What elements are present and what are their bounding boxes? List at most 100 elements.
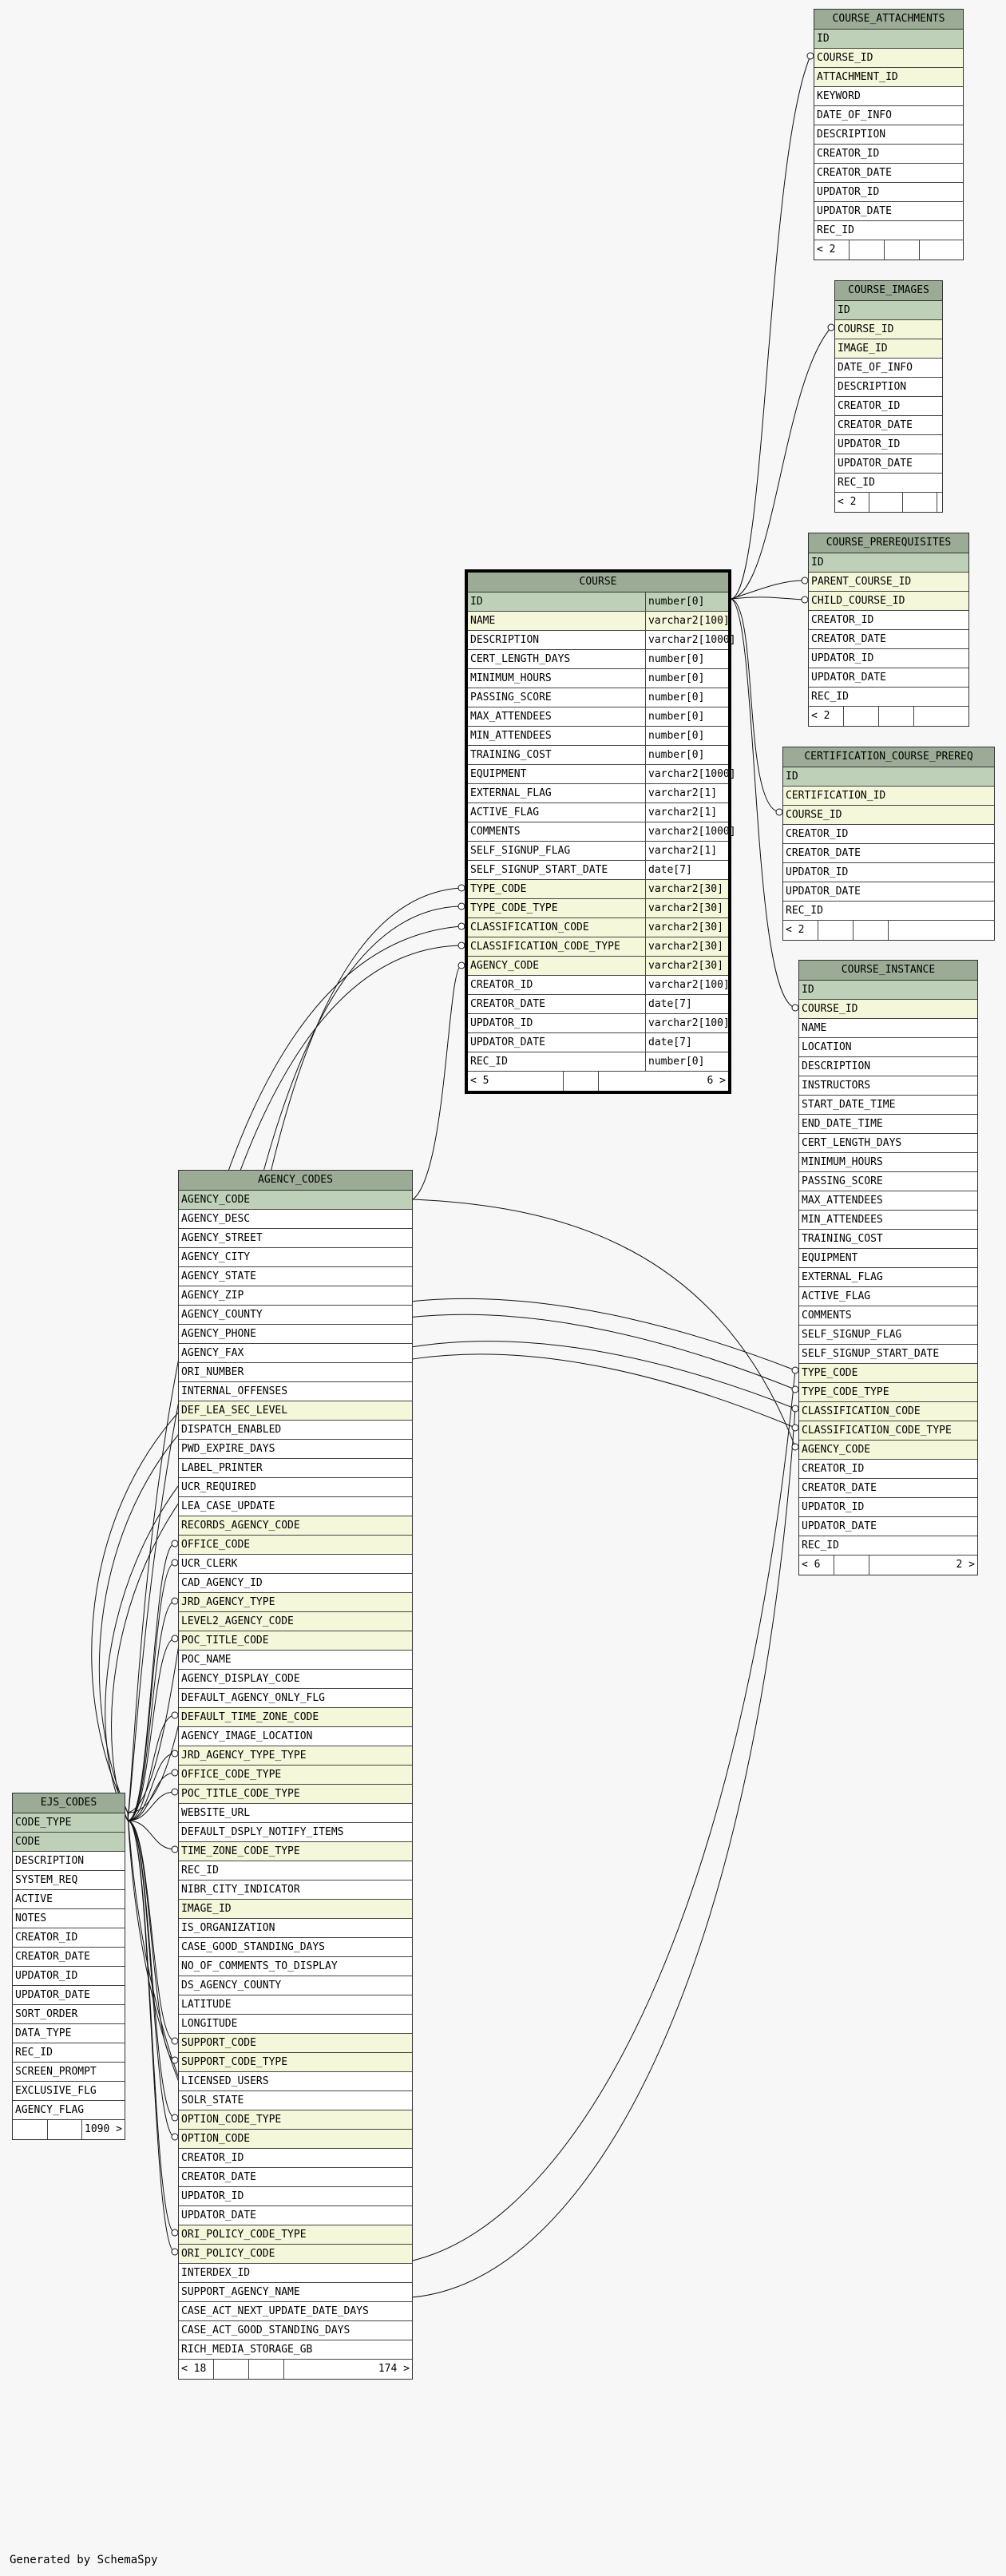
column-name: COURSE_ID bbox=[817, 52, 873, 64]
table-header: COURSE_PREREQUISITES bbox=[809, 533, 968, 553]
column-name: SELF_SIGNUP_START_DATE bbox=[470, 864, 608, 876]
column-name: MINIMUM_HOURS bbox=[470, 672, 552, 684]
column-row-cert-length-days: CERT_LENGTH_DAYS bbox=[799, 1134, 977, 1153]
footer-cell bbox=[914, 707, 968, 726]
relationship-end-marker bbox=[171, 1769, 179, 1777]
column-name: CERT_LENGTH_DAYS bbox=[470, 653, 571, 665]
column-row-cad-agency-id: CAD_AGENCY_ID bbox=[179, 1574, 412, 1593]
column-name: UPDATOR_ID bbox=[838, 438, 901, 450]
column-name: START_DATE_TIME bbox=[802, 1099, 896, 1111]
column-name: ACTIVE_FLAG bbox=[470, 806, 540, 818]
column-name: COURSE_ID bbox=[802, 1003, 858, 1015]
column-row-image-id: IMAGE_ID bbox=[835, 339, 942, 359]
column-row-updator-id: UPDATOR_ID bbox=[179, 2187, 412, 2206]
relationship-end-marker bbox=[171, 2248, 179, 2256]
relationship-line bbox=[731, 598, 796, 1009]
relationship-end-marker bbox=[827, 323, 835, 331]
column-row-type-code-type: TYPE_CODE_TYPE bbox=[799, 1383, 977, 1402]
column-name: SORT_ORDER bbox=[15, 2008, 78, 2020]
column-row-pwd-expire-days: PWD_EXPIRE_DAYS bbox=[179, 1440, 412, 1459]
footer-cell: < 2 bbox=[783, 921, 818, 940]
relationship-end-marker bbox=[806, 52, 814, 60]
column-name: DEF_LEA_SEC_LEVEL bbox=[181, 1405, 288, 1417]
footer-cell: < 6 bbox=[799, 1556, 834, 1575]
column-name: DATA_TYPE bbox=[15, 2027, 72, 2039]
column-row-date-of-info: DATE_OF_INFO bbox=[835, 359, 942, 378]
relationship-line bbox=[127, 1638, 176, 1821]
column-row-jrd-agency-type: JRD_AGENCY_TYPE bbox=[179, 1593, 412, 1612]
relationship-end-marker bbox=[171, 1750, 179, 1758]
column-type: varchar2[1000] bbox=[645, 765, 736, 783]
column-name: AGENCY_PHONE bbox=[181, 1328, 256, 1340]
relationship-line bbox=[127, 1369, 796, 2265]
column-name: AGENCY_ZIP bbox=[181, 1290, 244, 1302]
column-type: varchar2[100] bbox=[645, 612, 730, 630]
column-row-updator-id: UPDATOR_ID bbox=[13, 1967, 125, 1986]
column-name: AGENCY_FAX bbox=[181, 1347, 244, 1359]
column-row-updator-date: UPDATOR_DATE bbox=[814, 202, 963, 221]
relationship-end-marker bbox=[801, 577, 809, 585]
footer-cell bbox=[885, 240, 920, 260]
column-row-no-of-comments-to-display: NO_OF_COMMENTS_TO_DISPLAY bbox=[179, 1957, 412, 1976]
column-row-course-id: COURSE_ID bbox=[799, 1000, 977, 1019]
column-row-label-printer: LABEL_PRINTER bbox=[179, 1459, 412, 1478]
column-name: UPDATOR_ID bbox=[15, 1970, 78, 1982]
column-name: NOTES bbox=[15, 1912, 47, 1924]
column-row-notes: NOTES bbox=[13, 1909, 125, 1928]
column-name: UPDATOR_ID bbox=[811, 652, 874, 664]
column-name: AGENCY_IMAGE_LOCATION bbox=[181, 1730, 313, 1742]
relationship-end-marker bbox=[791, 1385, 799, 1393]
column-name: WEBSITE_URL bbox=[181, 1807, 251, 1819]
column-name: UPDATOR_ID bbox=[181, 2190, 244, 2202]
column-name: EQUIPMENT bbox=[470, 768, 527, 780]
column-row-ucr-required: UCR_REQUIRED bbox=[179, 1478, 412, 1497]
column-name: REC_ID bbox=[181, 1865, 219, 1877]
column-name: REC_ID bbox=[838, 477, 875, 489]
column-row-creator-id: CREATOR_ID bbox=[179, 2149, 412, 2168]
relationship-line bbox=[127, 1600, 176, 1821]
column-row-ucr-clerk: UCR_CLERK bbox=[179, 1555, 412, 1574]
column-name: PASSING_SCORE bbox=[802, 1175, 883, 1187]
column-row-updator-date: UPDATOR_DATE bbox=[799, 1517, 977, 1536]
column-name: AGENCY_CODE bbox=[802, 1444, 871, 1456]
column-name: EXCLUSIVE_FLG bbox=[15, 2085, 97, 2097]
column-name: DS_AGENCY_COUNTY bbox=[181, 1980, 282, 1991]
column-name: CASE_ACT_NEXT_UPDATE_DATE_DAYS bbox=[181, 2305, 369, 2317]
footer-cell bbox=[889, 921, 994, 940]
column-row-attachment-id: ATTACHMENT_ID bbox=[814, 68, 963, 87]
table-header: COURSE bbox=[468, 573, 728, 592]
column-name: AGENCY_COUNTY bbox=[181, 1309, 263, 1321]
column-row-ori-policy-code-type: ORI_POLICY_CODE_TYPE bbox=[179, 2225, 412, 2245]
column-name: CREATOR_DATE bbox=[786, 847, 861, 859]
column-name: RICH_MEDIA_STORAGE_GB bbox=[181, 2344, 313, 2356]
column-name: OFFICE_CODE_TYPE bbox=[181, 1769, 282, 1781]
column-name: AGENCY_STATE bbox=[181, 1270, 256, 1282]
relationship-end-marker bbox=[775, 808, 783, 816]
footer-cell bbox=[818, 921, 854, 940]
column-name: TIME_ZONE_CODE_TYPE bbox=[181, 1845, 300, 1857]
column-row-creator-date: CREATOR_DATE bbox=[814, 164, 963, 183]
column-name: OPTION_CODE_TYPE bbox=[181, 2114, 282, 2126]
column-name: KEYWORD bbox=[817, 90, 861, 102]
column-name: ID bbox=[786, 771, 798, 783]
column-row-creator-date: CREATOR_DATE bbox=[799, 1479, 977, 1498]
column-row-agency-image-location: AGENCY_IMAGE_LOCATION bbox=[179, 1727, 412, 1746]
column-name: CLASSIFICATION_CODE_TYPE bbox=[470, 941, 620, 953]
column-name: NO_OF_COMMENTS_TO_DISPLAY bbox=[181, 1960, 338, 1972]
column-name: PASSING_SCORE bbox=[470, 692, 552, 703]
column-row-agency-flag: AGENCY_FLAG bbox=[13, 2101, 125, 2120]
column-row-instructors: INSTRUCTORS bbox=[799, 1076, 977, 1096]
